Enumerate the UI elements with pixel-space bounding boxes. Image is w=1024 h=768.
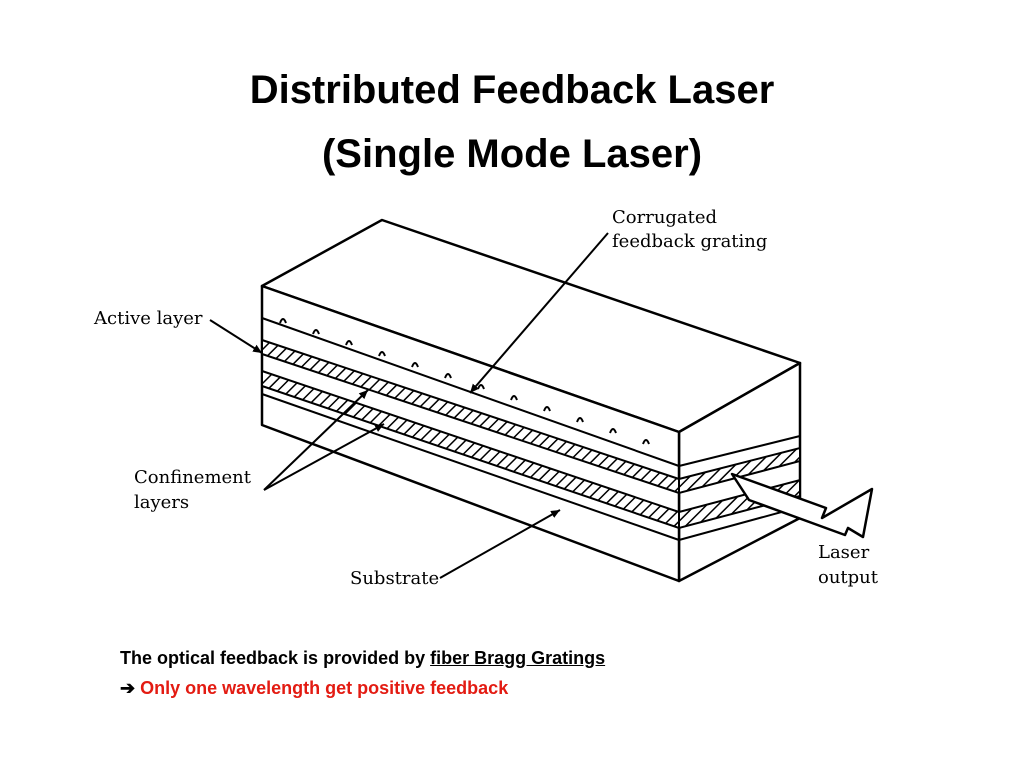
confinement-leader-arrow-2	[263, 423, 385, 491]
slide-title-line-1: Distributed Feedback Laser	[249, 68, 775, 112]
label-confinement-line-1: Confinement	[134, 467, 252, 488]
right-arrow-icon: ➔	[120, 678, 136, 698]
layer-line-2	[261, 393, 680, 541]
slide-title-line-2: (Single Mode Laser)	[321, 132, 703, 176]
note-feedback-prefix: The optical feedback is provided by	[120, 648, 431, 668]
label-corrugated-line-1: Corrugated	[612, 207, 717, 228]
note-positive-feedback-text: Only one wavelength get positive feedbac…	[140, 678, 509, 698]
laser-output-arrow	[730, 472, 874, 539]
confinement-band-upper-end	[678, 446, 801, 495]
label-confinement-line-2: layers	[134, 492, 189, 513]
note-positive-feedback: ➔ Only one wavelength get positive feedb…	[120, 678, 508, 699]
corrugated-grating	[279, 318, 650, 445]
corrugated-leader-arrow	[469, 232, 609, 394]
confinement-leader-arrow-1	[263, 389, 369, 491]
label-laser-line-2: output	[818, 567, 879, 588]
substrate-leader-arrow	[439, 509, 561, 579]
note-feedback-source: The optical feedback is provided by fibe…	[120, 648, 605, 669]
label-substrate: Substrate	[350, 568, 439, 589]
label-corrugated-line-2: feedback grating	[612, 231, 767, 252]
fiber-bragg-gratings-link[interactable]: fiber Bragg Gratings	[430, 648, 606, 668]
label-active-layer: Active layer	[93, 308, 203, 329]
label-laser-line-1: Laser	[818, 542, 870, 563]
active-layer-leader-arrow	[209, 319, 263, 354]
